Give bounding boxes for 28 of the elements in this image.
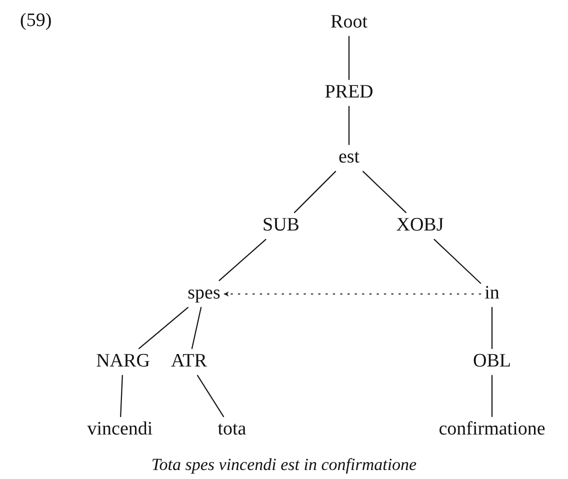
tree-label: vincendi <box>85 418 155 442</box>
tree-label: Root <box>328 12 370 34</box>
tree-branch <box>196 374 224 418</box>
tree-label: ATR <box>169 350 209 374</box>
tree-branch <box>218 238 266 282</box>
tree-label: NARG <box>94 350 152 374</box>
tree-branch <box>138 306 189 350</box>
tree-label: in <box>482 282 502 306</box>
tree-label: spes <box>186 282 222 306</box>
example-number: (59) <box>20 10 52 32</box>
tree-label: XOBJ <box>394 214 446 238</box>
tree-branch <box>491 306 493 350</box>
tree-label: est <box>336 146 362 170</box>
tree-label: SUB <box>260 214 302 238</box>
tree-branch <box>491 374 493 418</box>
tree-branch <box>294 170 336 214</box>
dotted-arrow <box>224 292 482 296</box>
tree-label: OBL <box>471 350 513 374</box>
tree-label: PRED <box>322 82 376 104</box>
tree-branch <box>434 238 482 284</box>
tree-branch <box>120 374 123 418</box>
tree-label: confirmatione <box>436 418 548 442</box>
tree-label: tota <box>216 418 248 442</box>
tree-branch <box>348 36 350 80</box>
tree-branch <box>362 170 406 214</box>
tree-branch <box>348 106 350 146</box>
example-sentence: Tota spes vincendi est in confirmatione <box>150 455 418 475</box>
tree-branch <box>191 306 202 350</box>
